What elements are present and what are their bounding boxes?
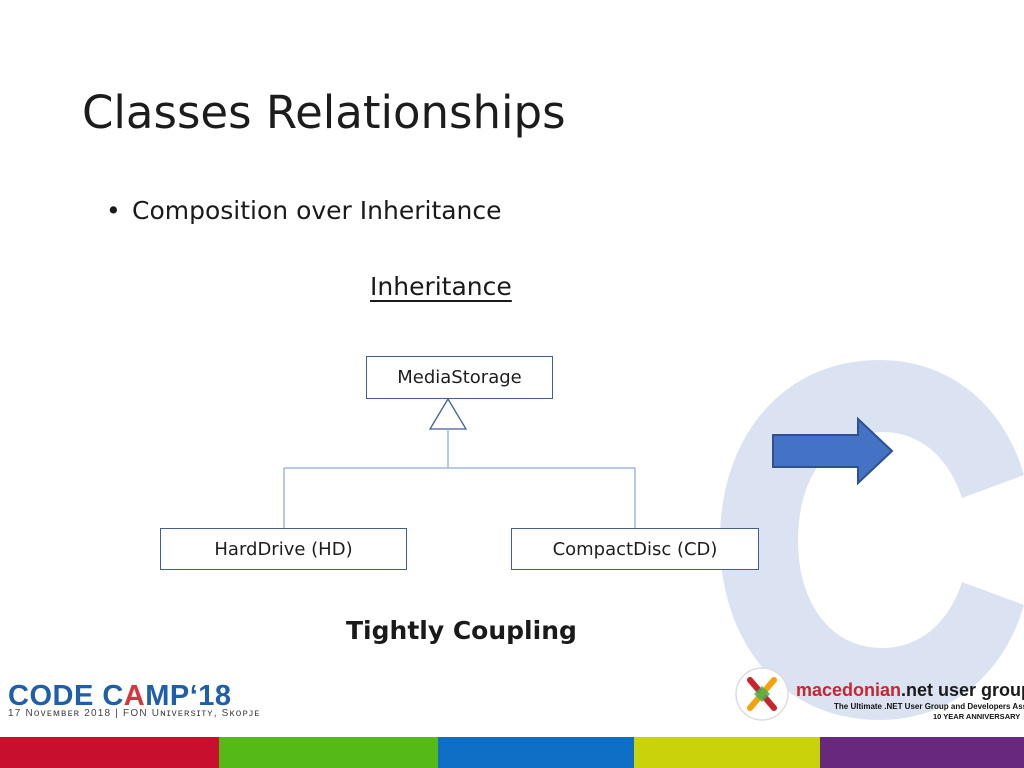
inheritance-triangle-icon <box>428 397 468 430</box>
bullet-item: • Composition over Inheritance <box>106 196 502 225</box>
codecamp-logo-accent: A <box>123 680 146 712</box>
usergroup-name-black: .net user group <box>901 680 1024 700</box>
codecamp-logo-suffix: MP‘18 <box>145 680 232 712</box>
bullet-dot-icon: • <box>106 196 121 225</box>
uml-class-mediastorage: MediaStorage <box>366 356 553 399</box>
bullet-text: Composition over Inheritance <box>132 196 502 225</box>
color-bar-segment <box>820 737 1024 768</box>
usergroup-tagline: The Ultimate .NET User Group and Develop… <box>834 702 1024 711</box>
usergroup-name-red: macedonian <box>796 680 902 700</box>
codecamp-logo-prefix: CODE C <box>8 680 124 712</box>
codecamp-subtitle: 17 Nᴏᴠᴇᴍʙᴇʀ 2018 | FON Uɴɪᴠᴇʀsɪᴛʏ, Sᴋᴏᴘᴊ… <box>8 708 261 719</box>
usergroup-anniversary: 10 YEAR ANNIVERSARY <box>933 712 1021 721</box>
color-bar-segment <box>634 737 820 768</box>
usergroup-name: macedonian.net user group <box>796 680 1024 701</box>
diagram-heading: Inheritance <box>370 272 512 301</box>
color-bar-segment <box>0 737 219 768</box>
footer-color-bar <box>0 737 1024 768</box>
codecamp-logo: CODE CAMP‘18 <box>8 680 232 713</box>
coupling-caption: Tightly Coupling <box>346 616 577 645</box>
color-bar-segment <box>438 737 634 768</box>
page-title: Classes Relationships <box>82 86 566 139</box>
usergroup-logo-icon <box>735 667 789 721</box>
uml-class-harddrive: HardDrive (HD) <box>160 528 407 570</box>
right-arrow-icon <box>772 416 894 486</box>
uml-class-compactdisc: CompactDisc (CD) <box>511 528 759 570</box>
color-bar-segment <box>219 737 438 768</box>
